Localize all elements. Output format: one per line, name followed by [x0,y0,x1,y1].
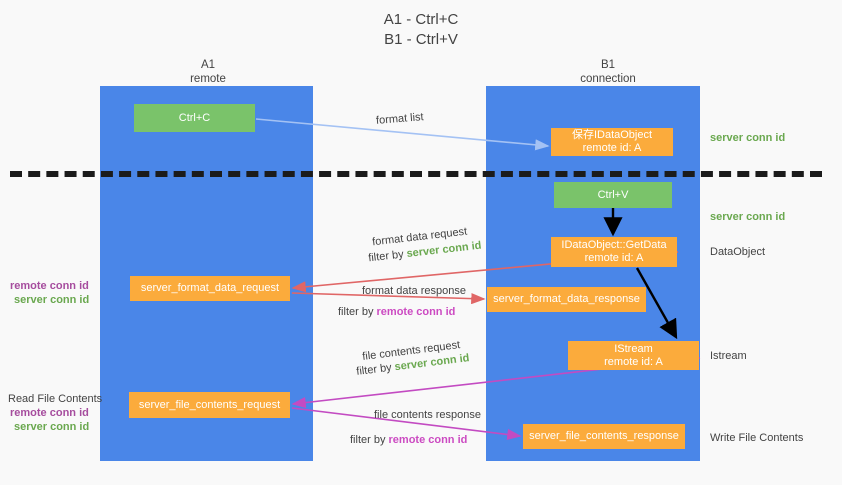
node-store-idataobject-line1: 保存IDataObject [571,129,653,141]
left-label-remote-conn-id-1: remote conn id [10,280,89,292]
column-header-a1: A1 remote [128,58,288,86]
filter-prefix: filter by [338,306,377,318]
right-label-istream: Istream [710,350,747,362]
filter-key-remote-conn-id: remote conn id [388,434,468,446]
node-server-file-contents-request[interactable]: server_file_contents_request [129,392,290,418]
left-label-remote-conn-id-2: remote conn id [10,407,89,419]
edge-label-format-data-response-filter: filter by remote conn id [338,305,455,319]
left-label-server-conn-id-1: server conn id [14,294,90,306]
node-istream-line1: IStream [614,342,653,355]
filter-key-remote-conn-id: remote conn id [376,306,456,318]
column-b1-name: B1 [600,59,616,71]
diagram-title: A1 - Ctrl+C B1 - Ctrl+V [0,10,842,50]
title-line-1: A1 - Ctrl+C [383,11,459,28]
edge-label-format-list: format list [375,111,425,127]
column-a1-subtitle: remote [190,73,226,85]
edge-label-file-contents-response: file contents response [374,409,482,421]
node-store-idataobject[interactable]: 保存IDataObject remote id: A [551,128,673,156]
node-server-file-contents-response[interactable]: server_file_contents_response [523,424,685,449]
right-label-server-conn-id-top: server conn id [710,132,786,144]
node-getdata-line1: IDataObject::GetData [561,239,667,251]
edge-label-format-data-response: format data response [362,285,466,297]
node-ctrl-v[interactable]: Ctrl+V [554,182,672,208]
node-ctrl-c[interactable]: Ctrl+C [134,104,255,132]
edge-label-file-contents-response-filter: filter by remote conn id [350,433,467,447]
filter-prefix: filter by [355,361,396,378]
node-istream-line2: remote id: A [604,355,663,368]
node-idataobject-getdata[interactable]: IDataObject::GetData remote id: A [551,237,677,267]
column-a1-name: A1 [200,59,216,71]
column-header-b1: B1 connection [528,58,688,86]
right-label-dataobject: DataObject [710,246,766,258]
node-getdata-line2: remote id: A [584,252,644,264]
filter-prefix: filter by [350,434,389,446]
column-b1-subtitle: connection [580,73,636,85]
left-label-server-conn-id-2: server conn id [14,421,90,433]
right-label-write-file-contents: Write File Contents [710,432,804,444]
title-line-2: B1 - Ctrl+V [384,31,458,48]
node-server-format-data-response[interactable]: server_format_data_response [487,287,646,312]
filter-prefix: filter by [367,248,408,265]
left-label-read-file-contents: Read File Contents [8,393,103,405]
node-store-idataobject-line2: remote id: A [582,142,642,154]
node-istream[interactable]: IStream remote id: A [568,341,699,370]
right-label-server-conn-id-mid: server conn id [710,211,786,223]
node-server-format-data-request[interactable]: server_format_data_request [130,276,290,301]
phase-divider [10,171,822,177]
